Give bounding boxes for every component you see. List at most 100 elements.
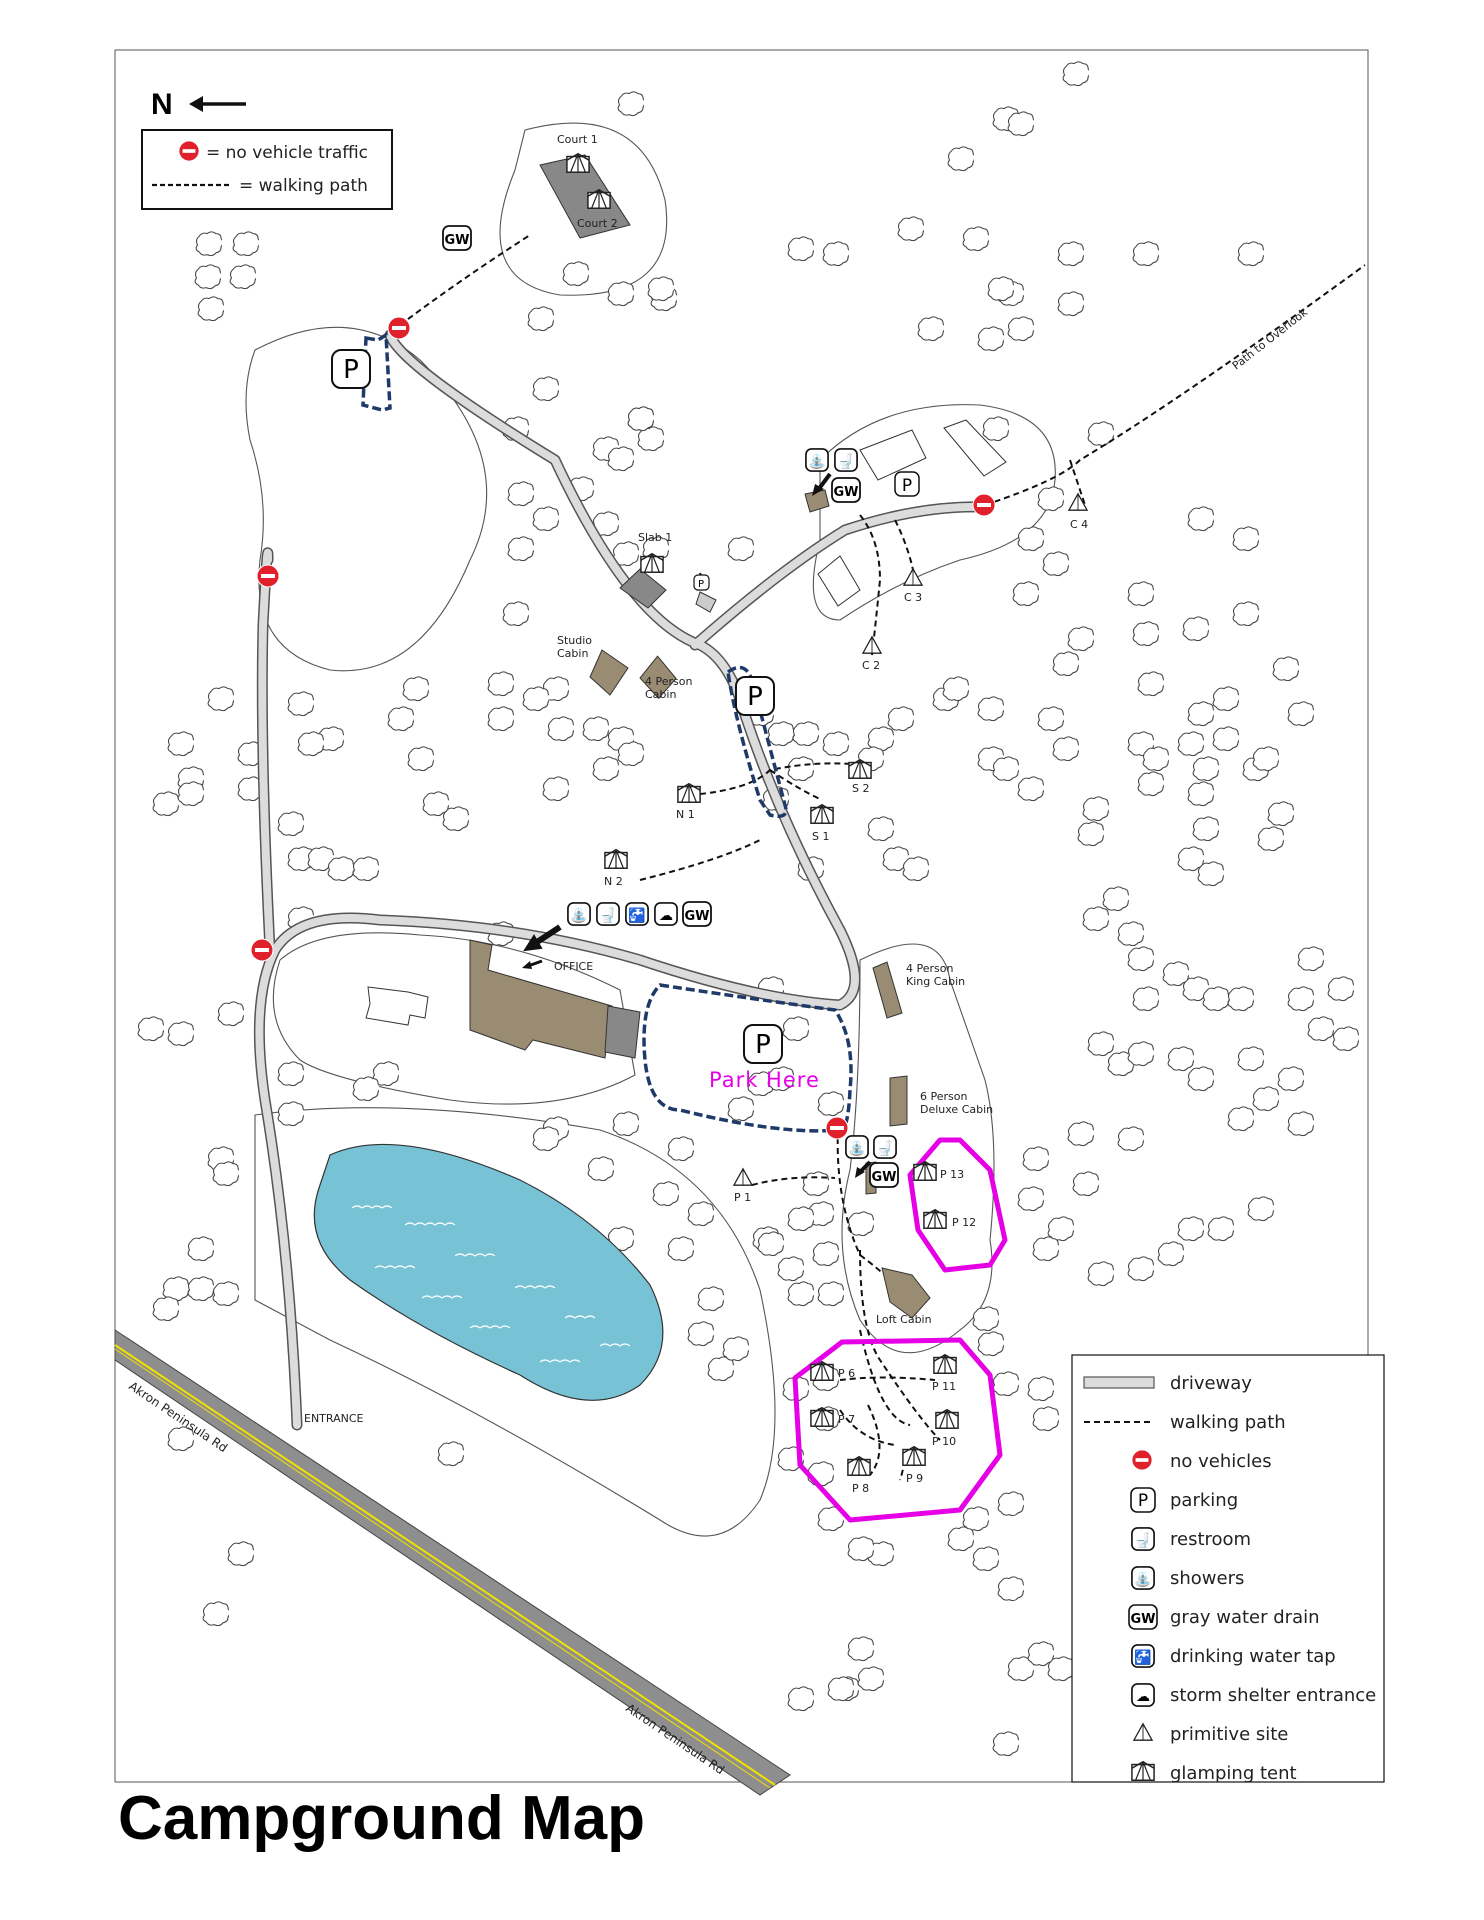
tree-icon [917, 316, 944, 342]
tree-icon [887, 706, 914, 732]
tree-icon [522, 686, 549, 712]
tree-icon [687, 1201, 714, 1227]
tree-icon [962, 226, 989, 252]
top-key-walking-path: = walking path [239, 176, 368, 196]
tree-icon [197, 296, 224, 322]
tree-icon [1272, 656, 1299, 682]
tree-icon [792, 721, 819, 747]
tree-icon [1057, 291, 1084, 317]
king-cabin-label-1: 4 Person [906, 962, 953, 975]
site-label-p9: P 9 [906, 1472, 923, 1485]
site-label-n2: N 2 [604, 875, 623, 888]
storm-shelter-icon: ☁ [1136, 1688, 1150, 1704]
site-label-c4: C 4 [1070, 518, 1088, 531]
tree-icon [727, 1096, 754, 1122]
akron-peninsula-road [114, 1329, 791, 1796]
tree-icon [1287, 986, 1314, 1012]
buildings [365, 154, 1007, 1319]
tree-icon [987, 276, 1014, 302]
no-vehicle-icon [972, 493, 996, 517]
tree-icon [1072, 1171, 1099, 1197]
parking-icon: P [755, 1030, 771, 1060]
tree-icon [1252, 1086, 1279, 1112]
legend-label-restroom: restroom [1170, 1529, 1251, 1550]
tree-icon [667, 1236, 694, 1262]
tree-icon [757, 1231, 784, 1257]
tree-icon [1127, 581, 1154, 607]
tree-icon [1117, 1126, 1144, 1152]
glamping-tent-icon [902, 1445, 926, 1467]
tree-icon [487, 671, 514, 697]
parking-signs: P P P P P [331, 349, 920, 1064]
legend-parking-glyph: P [1138, 1491, 1148, 1511]
page-title: Campground Map [118, 1784, 645, 1853]
tree-icon [1117, 921, 1144, 947]
king-cabin-label-2: King Cabin [906, 975, 965, 988]
tree-icon [547, 716, 574, 742]
showers-icon: ⛲ [570, 907, 587, 924]
tree-icon [532, 376, 559, 402]
tree-icon [167, 1021, 194, 1047]
tree-icon [1127, 1041, 1154, 1067]
tree-icon [1267, 801, 1294, 827]
top-key: N = no vehicle traffic = walking path [141, 88, 393, 210]
court1-label: Court 1 [557, 133, 598, 146]
tree-icon [1157, 1241, 1184, 1267]
parking-icon: P [698, 579, 704, 590]
tree-icon [1132, 986, 1159, 1012]
tree-icon [277, 1101, 304, 1127]
tree-icon [1247, 1196, 1274, 1222]
tree-icon [782, 1016, 809, 1042]
glamping-tent-icon [913, 1160, 937, 1182]
tree-icon [1177, 731, 1204, 757]
site-label-c2: C 2 [862, 659, 880, 672]
glamping-tent-icon [810, 1360, 834, 1382]
tree-icon [1007, 316, 1034, 342]
studio-cabin-label-1: Studio [557, 634, 592, 647]
entrance-label: ENTRANCE [304, 1412, 364, 1425]
no-vehicle-icon [825, 1116, 849, 1140]
site-label-p11: P 11 [932, 1380, 956, 1393]
tree-icon [297, 731, 324, 757]
legend-label-walking-path: walking path [1170, 1412, 1286, 1433]
tree-icon [1202, 986, 1229, 1012]
showers-icon: ⛲ [848, 1140, 865, 1157]
glamping-tent-icon [933, 1353, 957, 1375]
tree-icon [822, 731, 849, 757]
tree-icon [207, 686, 234, 712]
tree-icon [972, 1546, 999, 1572]
tree-icon [592, 756, 619, 782]
tree-icon [787, 1206, 814, 1232]
tree-icon [1237, 241, 1264, 267]
tree-icon [1232, 526, 1259, 552]
tree-icon [507, 536, 534, 562]
tree-icon [217, 1001, 244, 1027]
glamping-tent-icon [810, 803, 834, 825]
tree-icon [1307, 1016, 1334, 1042]
tree-icon [1047, 1656, 1074, 1682]
tree-icon [352, 856, 379, 882]
tree-icon [277, 811, 304, 837]
tree-icon [1327, 976, 1354, 1002]
glamping-tent-icon [587, 188, 611, 210]
tree-icon [897, 216, 924, 242]
restroom-icon: 🚽 [837, 453, 854, 470]
tree-icon [1087, 1031, 1114, 1057]
storm-shelter-icon: ☁ [659, 907, 673, 923]
tree-icon [227, 1541, 254, 1567]
tree-icon [352, 1076, 379, 1102]
showers-icon: ⛲ [1134, 1571, 1151, 1588]
tree-icon [1277, 1066, 1304, 1092]
tree-icon [817, 1091, 844, 1117]
tree-icon [1102, 886, 1129, 912]
tree-icon [402, 676, 429, 702]
tree-icon [787, 1686, 814, 1712]
tree-icon [287, 691, 314, 717]
pond [313, 1143, 664, 1401]
tree-icon [647, 276, 674, 302]
tree-icon [997, 1576, 1024, 1602]
tree-icon [1192, 756, 1219, 782]
tree-icon [229, 264, 256, 290]
no-vehicle-icon [256, 564, 280, 588]
tree-icon [1127, 946, 1154, 972]
